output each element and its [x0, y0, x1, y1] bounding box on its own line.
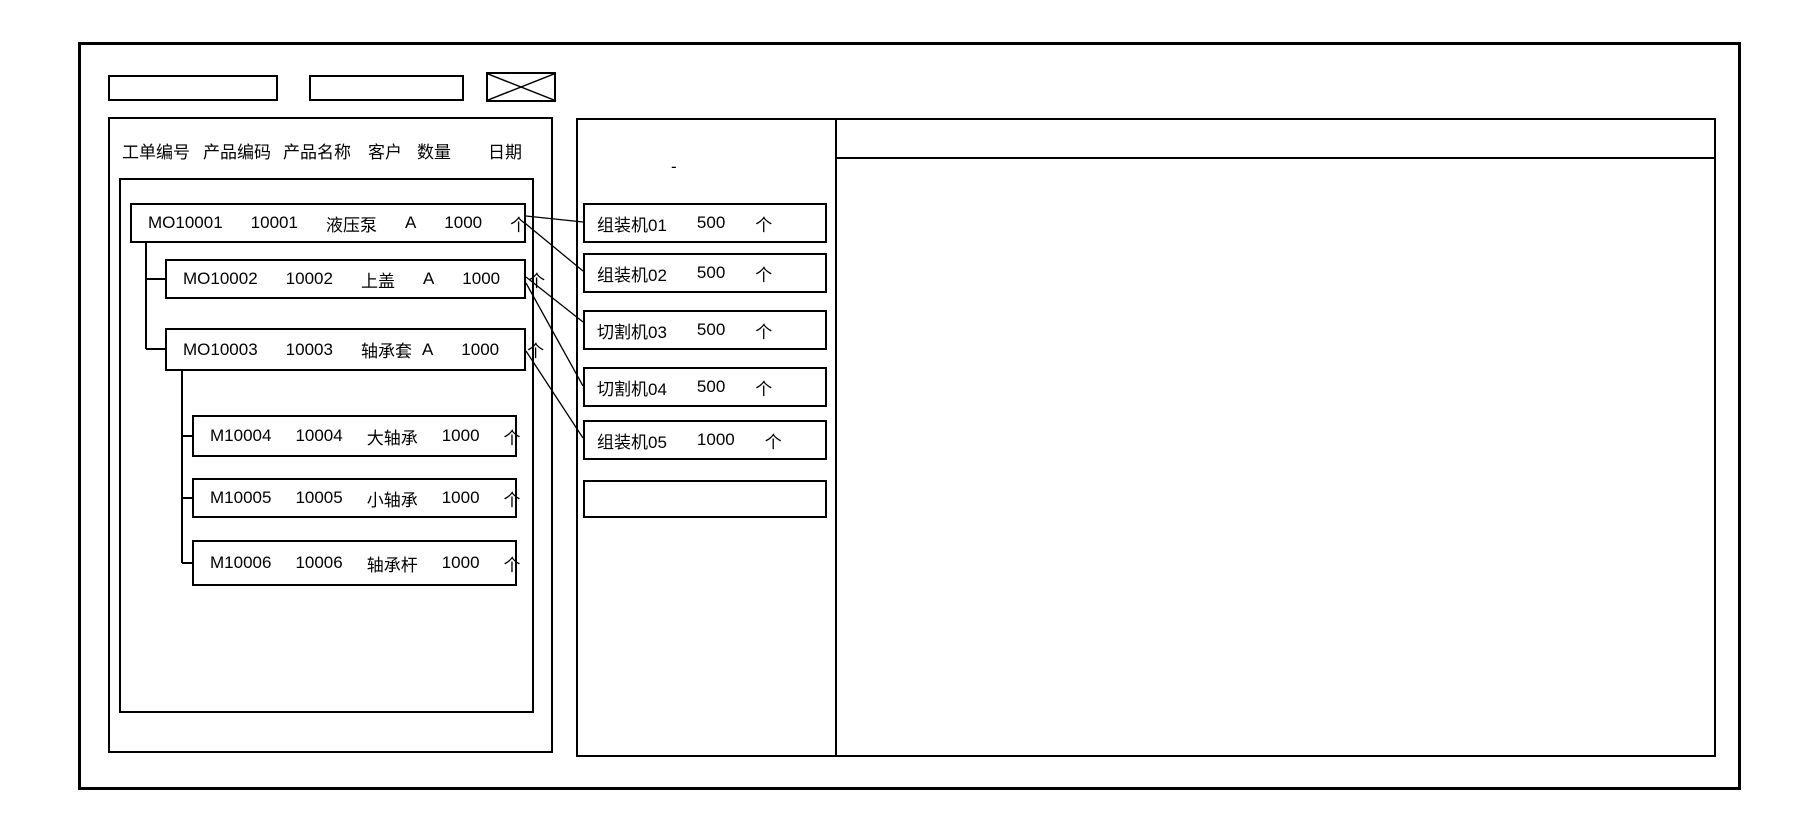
machine-qty: 500 [696, 213, 726, 232]
customer: A [422, 269, 435, 288]
column-header-customer: 客户 [368, 143, 402, 162]
customer: A [404, 213, 417, 232]
product-name: 小轴承 [366, 490, 418, 510]
machine-item[interactable]: 切割机04 500 个 [583, 367, 827, 407]
column-header-order-no: 工单编号 [122, 143, 190, 162]
product-code: 10002 [285, 269, 333, 288]
customer: A [421, 339, 434, 359]
product-name: 上盖 [360, 271, 395, 291]
unit: 个 [503, 555, 521, 575]
column-header-product-name: 产品名称 [283, 143, 351, 162]
product-code: 10001 [250, 213, 298, 232]
order-no: MO10003 [183, 339, 258, 359]
machine-name: 组装机05 [597, 432, 667, 452]
crossed-box-icon[interactable] [486, 72, 556, 102]
quantity: 1000 [441, 553, 480, 572]
order-row[interactable]: M10004 10004 大轴承 1000 个 [192, 415, 521, 457]
machine-item[interactable]: 切割机03 500 个 [583, 310, 827, 350]
product-code: 10003 [285, 339, 333, 359]
machine-name: 切割机04 [597, 379, 667, 399]
quantity: 1000 [441, 488, 480, 507]
product-code: 10005 [295, 488, 343, 507]
x-mark-icon [487, 73, 555, 101]
machine-name: 组装机01 [597, 215, 667, 235]
order-row[interactable]: MO10001 10001 液压泵 A 1000 个 [130, 203, 528, 243]
quantity: 1000 [461, 339, 500, 359]
column-header-date: 日期 [488, 143, 522, 162]
unit: 个 [755, 322, 773, 342]
toolbar-field-1[interactable] [108, 75, 278, 101]
unit: 个 [527, 342, 545, 361]
machine-name: 切割机03 [597, 322, 667, 342]
order-no: MO10001 [148, 213, 223, 232]
column-header-quantity: 数量 [417, 143, 451, 162]
order-no: MO10002 [183, 269, 258, 288]
machine-qty: 500 [696, 320, 726, 339]
detail-panel-header-divider [836, 157, 1715, 159]
machine-qty: 500 [696, 263, 726, 282]
machine-item[interactable]: 组装机01 500 个 [583, 203, 827, 243]
order-row[interactable]: M10006 10006 轴承杆 1000 个 [192, 540, 521, 586]
column-header-product-code: 产品编码 [203, 143, 271, 162]
quantity: 1000 [444, 213, 483, 232]
product-name: 轴承套 [360, 342, 412, 361]
order-row[interactable]: MO10002 10002 上盖 A 1000 个 [165, 259, 545, 299]
machine-item[interactable]: 组装机05 1000 个 [583, 420, 827, 460]
product-name: 大轴承 [366, 428, 418, 448]
product-code: 10006 [295, 553, 343, 572]
detail-panel [835, 118, 1716, 757]
order-row[interactable]: MO10003 10003 轴承套 A 1000 个 [165, 328, 544, 371]
unit: 个 [755, 265, 773, 285]
stray-dash-mark: - [671, 157, 677, 176]
machine-qty: 500 [696, 377, 726, 396]
order-row[interactable]: M10005 10005 小轴承 1000 个 [192, 478, 521, 518]
quantity: 1000 [462, 269, 501, 288]
toolbar-field-2[interactable] [309, 75, 464, 101]
quantity: 1000 [441, 426, 480, 445]
unit: 个 [764, 432, 782, 452]
product-name: 液压泵 [325, 215, 377, 235]
unit: 个 [755, 215, 773, 235]
order-no: M10005 [210, 488, 272, 507]
unit: 个 [503, 428, 521, 448]
unit: 个 [528, 271, 546, 291]
unit: 个 [510, 215, 528, 235]
machine-name: 组装机02 [597, 265, 667, 285]
unit: 个 [755, 379, 773, 399]
machine-item[interactable]: 组装机02 500 个 [583, 253, 827, 293]
order-no: M10004 [210, 426, 272, 445]
machine-item-empty[interactable] [583, 480, 827, 518]
machine-qty: 1000 [696, 430, 735, 449]
product-code: 10004 [295, 426, 343, 445]
product-name: 轴承杆 [366, 555, 418, 575]
order-no: M10006 [210, 553, 272, 572]
unit: 个 [503, 490, 521, 510]
